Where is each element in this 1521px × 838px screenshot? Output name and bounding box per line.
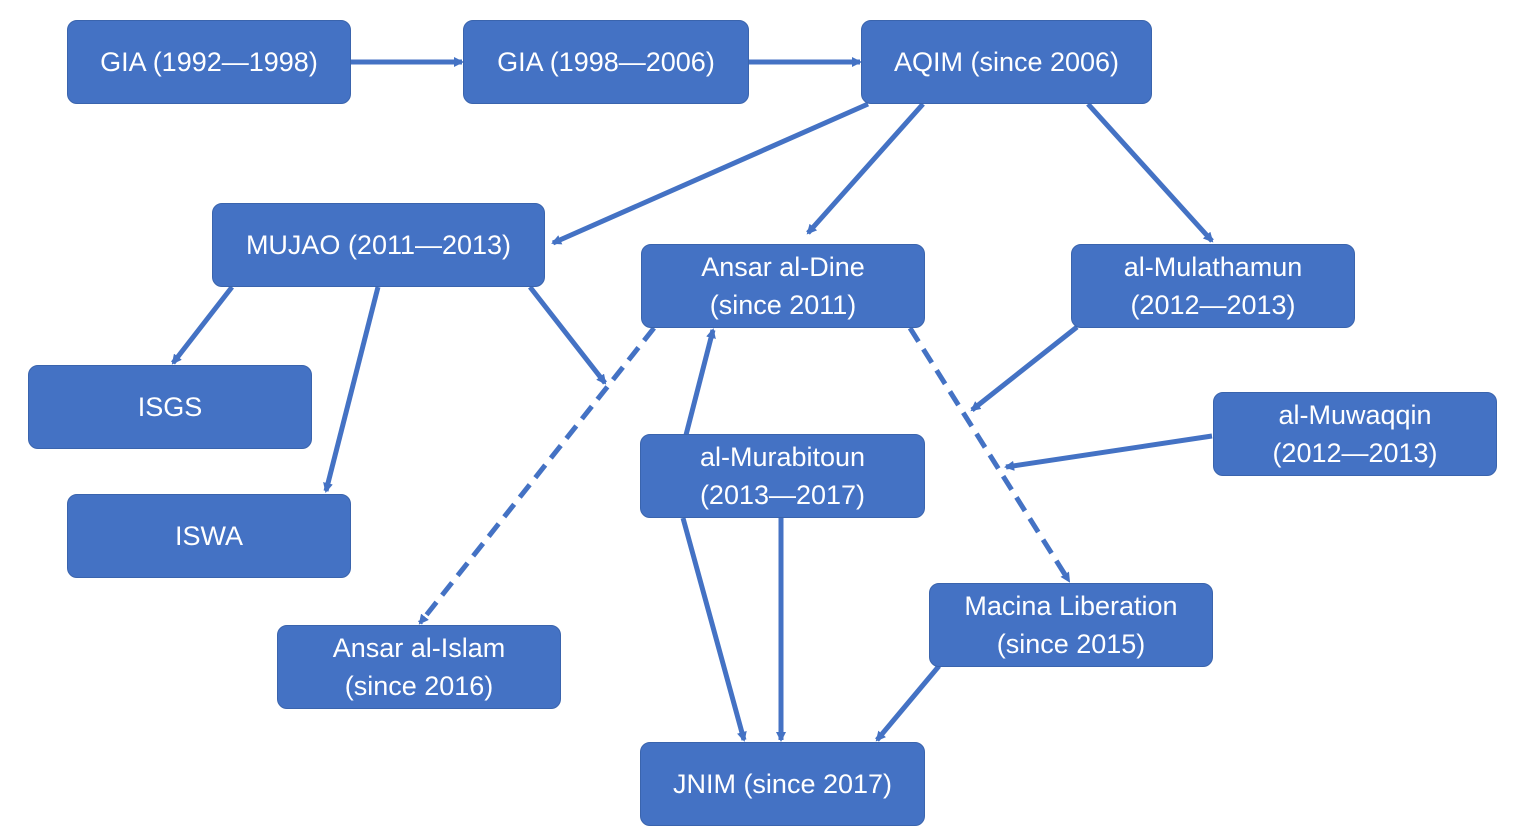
node-al-murabitoun: al-Murabitoun (2013—2017) [640, 434, 925, 518]
node-al-muwaqqin: al-Muwaqqin (2012—2013) [1213, 392, 1497, 476]
node-label: MUJAO (2011—2013) [245, 230, 512, 260]
node-label: AQIM (since 2006) [893, 47, 1120, 77]
node-ansar-al-islam: Ansar al-Islam (since 2016) [277, 625, 561, 709]
node-label-line-1: al-Muwaqqin [1278, 400, 1432, 430]
node-label: ISGS [137, 392, 203, 422]
node-jnim: JNIM (since 2017) [640, 742, 925, 826]
node-label-line-2: (2012—2013) [1130, 290, 1296, 320]
edge-mujao-isgs [171, 285, 234, 365]
node-gia-1998-2006: GIA (1998—2006) [463, 20, 749, 104]
node-label: GIA (1992—1998) [100, 47, 318, 77]
node-isgs: ISGS [28, 365, 312, 449]
edge-aqim-ansar-dine [806, 102, 925, 235]
node-label-line-1: Ansar al-Dine [701, 252, 865, 282]
node-label-line-1: al-Murabitoun [699, 442, 866, 472]
node-label: ISWA [174, 521, 243, 551]
edge-mulathamun-murabitoun [970, 325, 1079, 412]
node-al-mulathamun: al-Mulathamun (2012—2013) [1071, 244, 1355, 328]
node-iswa: ISWA [67, 494, 351, 578]
edge-muwaqqin-murabitoun [1004, 433, 1213, 471]
node-label: JNIM (since 2017) [672, 769, 893, 799]
edge-mujao-murabitoun [528, 285, 607, 385]
node-label-line-1: al-Mulathamun [1123, 252, 1303, 282]
node-label-line-1: Macina Liberation [964, 591, 1178, 621]
node-mujao: MUJAO (2011—2013) [212, 203, 545, 287]
node-label-line-2: (since 2011) [709, 290, 857, 320]
node-ansar-al-dine: Ansar al-Dine (since 2011) [641, 244, 925, 328]
edge-macina-jnim [875, 664, 941, 742]
edge-aqim-mujao [551, 101, 870, 246]
node-label-line-2: (since 2016) [344, 671, 494, 701]
edge-aqim-mulathamun [1086, 102, 1214, 243]
edge-ansar-dine-macina [907, 326, 1072, 583]
edge-mujao-iswa [323, 286, 381, 493]
edge-murabitoun-ansar-dine [683, 328, 716, 436]
node-label-line-2: (2012—2013) [1272, 438, 1438, 468]
node-aqim: AQIM (since 2006) [861, 20, 1152, 104]
node-label: GIA (1998—2006) [497, 47, 715, 77]
node-label-line-2: (2013—2017) [699, 480, 866, 510]
node-macina-liberation: Macina Liberation (since 2015) [929, 583, 1213, 667]
edge-ansar-dine-ansar-islam [418, 326, 656, 625]
edge-murabitoun-jnim-left [680, 517, 747, 742]
node-gia-1992-1998: GIA (1992—1998) [67, 20, 351, 104]
node-label-line-1: Ansar al-Islam [332, 633, 506, 663]
node-label-line-2: (since 2015) [996, 629, 1146, 659]
